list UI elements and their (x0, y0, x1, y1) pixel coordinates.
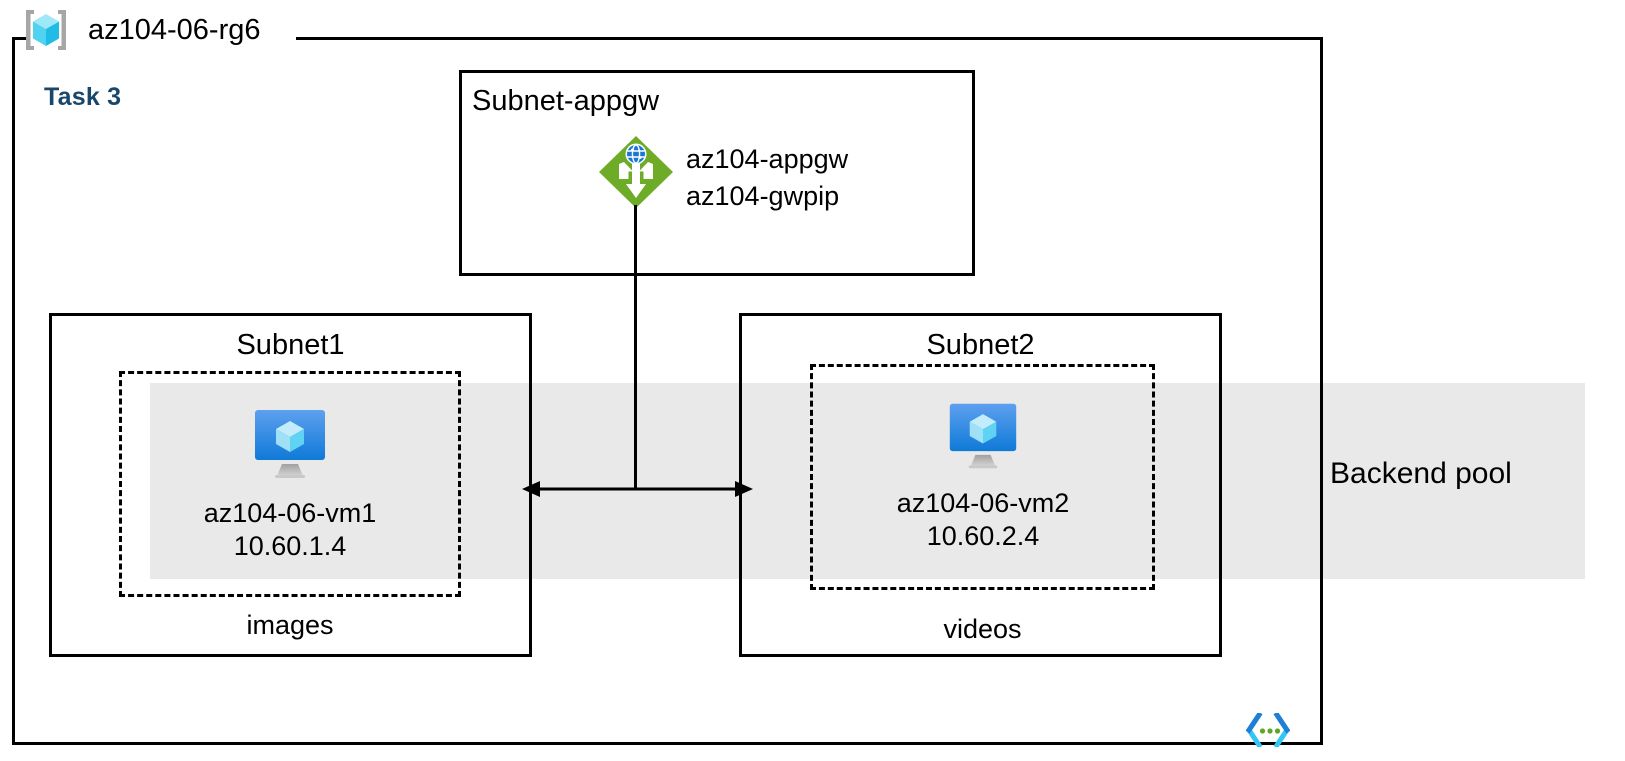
vm1-ip: 10.60.1.4 (233, 531, 347, 561)
gateway-resource-names: az104-appgw az104-gwpip (686, 141, 848, 215)
subnet2-dashed-group (810, 364, 1155, 590)
gateway-name-appgw: az104-appgw (686, 144, 849, 174)
subnet1-title: Subnet1 (236, 329, 345, 361)
resource-group-box (12, 37, 1323, 745)
vm1-block: az104-06-vm1 10.60.1.4 (160, 404, 420, 563)
subnet1-box (49, 313, 532, 657)
vm1-name: az104-06-vm1 (203, 498, 377, 528)
vm2-block: az104-06-vm2 10.60.2.4 (853, 398, 1113, 553)
backend-pool-label: Backend pool (1330, 457, 1512, 490)
resource-group-cube-icon (22, 7, 70, 53)
subnet1-caption: images (246, 610, 334, 640)
application-gateway-icon (597, 134, 675, 210)
resource-group-name: az104-06-rg6 (88, 14, 261, 46)
subnet-appgw-box (459, 70, 975, 276)
subnet2-caption: videos (943, 614, 1022, 644)
subnet2-box (739, 313, 1222, 657)
subnet-double-arrow-connector (520, 470, 755, 508)
subnet1-dashed-group (119, 371, 461, 597)
code-brackets-icon (1245, 711, 1291, 749)
virtual-machine-icon (853, 398, 1113, 477)
subnet-appgw-title: Subnet-appgw (472, 85, 660, 117)
backend-pool-band (150, 383, 1585, 579)
vm2-ip: 10.60.2.4 (926, 521, 1040, 551)
subnet2-title: Subnet2 (926, 329, 1035, 361)
gateway-name-gwpip: az104-gwpip (686, 181, 840, 211)
resource-group-title-gap (28, 26, 296, 50)
virtual-machine-icon (160, 404, 420, 487)
gateway-vertical-connector (634, 205, 637, 490)
vm2-name: az104-06-vm2 (896, 488, 1070, 518)
task-label: Task 3 (44, 83, 122, 111)
